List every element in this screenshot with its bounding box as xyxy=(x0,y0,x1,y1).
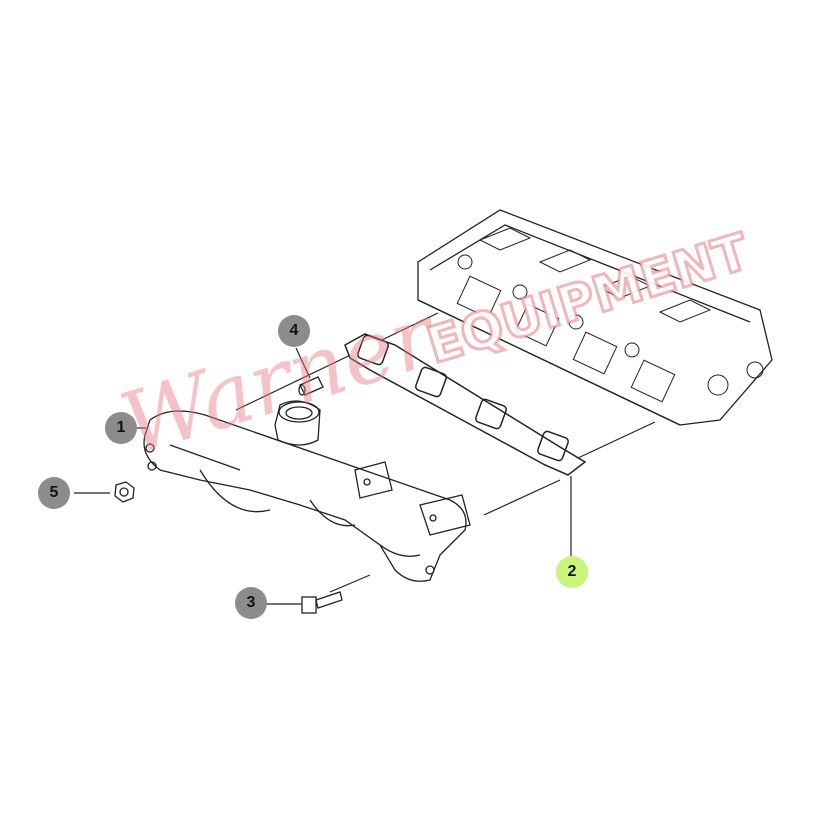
exhaust-manifold xyxy=(143,400,471,582)
callout-5[interactable]: 5 xyxy=(38,477,70,509)
nut xyxy=(114,481,135,503)
cylinder-head xyxy=(417,209,773,426)
stud xyxy=(298,376,324,396)
callout-2[interactable]: 2 xyxy=(556,556,588,588)
callout-4[interactable]: 4 xyxy=(278,315,310,347)
gasket xyxy=(344,333,587,476)
callout-3[interactable]: 3 xyxy=(235,587,267,619)
bolt xyxy=(301,591,343,614)
callout-1[interactable]: 1 xyxy=(105,412,137,444)
guide-lines xyxy=(74,312,656,605)
